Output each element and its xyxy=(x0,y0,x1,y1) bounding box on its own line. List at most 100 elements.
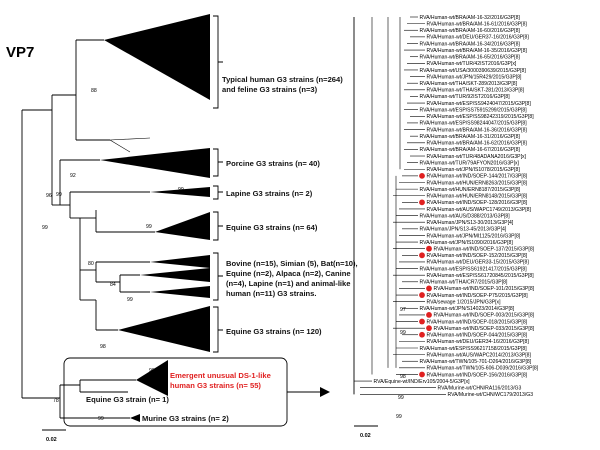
bootstrap-label: 99 xyxy=(98,416,104,422)
leaf-label: RVA/Human/JPN/S13-30/2013/G3P[4] xyxy=(427,220,514,226)
clade-label: and feline G3 strains (n=3) xyxy=(222,85,318,94)
bat-clade-triangle xyxy=(150,286,210,298)
bootstrap-label: 98 xyxy=(400,374,406,380)
leaf-label: RVA/Human-wt/IND/SOEP-018/2015/G3P[8] xyxy=(427,319,528,325)
clade-label: Equine G3 strains (n= 120) xyxy=(226,327,322,336)
bootstrap-label: 84 xyxy=(110,282,116,288)
leaf-label: RVA/Human-wt/IND/SOEP-P75/2015/G3P[8] xyxy=(427,293,529,299)
clade-label: Porcine G3 strains (n= 40) xyxy=(226,159,320,168)
leaf-label: RVA/Human-wt/IND/SOEP-044/2015/G3P[8] xyxy=(427,333,528,339)
bootstrap-label: 99 xyxy=(127,297,133,303)
bootstrap-label: 99 xyxy=(149,368,155,374)
leaf-label: RVA/Human-wt/HUN/ERN8263/2015/G3P[8] xyxy=(427,180,528,186)
bootstrap-label: 96 xyxy=(46,193,52,199)
leaf-label: RVA/Human/JPN/S13-45/2013/G3P[4] xyxy=(420,227,507,233)
leaf-label: RVA/Human-wt/BRA/AM-16-60/2016/G3P[8] xyxy=(420,28,521,34)
gene-label: VP7 xyxy=(6,44,34,61)
leaf-label: RVA/Murine-wt/CHN/WC179/2013/G3 xyxy=(448,392,534,398)
leaf-label: RVA/Human-wt/BRA/AM-16-35/2016/G3P[8] xyxy=(427,48,528,54)
clade-label: Bovine (n=15), Simian (5), Bat(n=10), xyxy=(226,259,358,268)
highlight-dot xyxy=(426,245,432,252)
highlight-dot xyxy=(419,292,425,298)
highlight-dot xyxy=(419,199,425,206)
clade-label: (n=4), Lapine (n=1) and animal-like xyxy=(226,279,350,288)
leaf-label: RVA/Human-wt/THA/CR7/2015/G3P[8] xyxy=(420,280,508,286)
simian-clade-triangle xyxy=(140,268,210,282)
leaf-label: RVA/Human-wt/IND/SOEP-033/2015/G3P[8] xyxy=(434,326,535,332)
left-scale-label: 0.02 xyxy=(46,437,57,443)
leaf-label: RVA/Human-wt/HUN/ERN8187/2015/G3P[8] xyxy=(420,187,521,193)
clade-label: human (n=11) G3 strains. xyxy=(226,289,317,298)
bootstrap-label: 78 xyxy=(53,398,59,404)
equine120-clade-triangle xyxy=(118,306,210,352)
leaf-label: RVA/Human-wt/BRA/AM-16-31/2016/G3P[8] xyxy=(420,134,521,140)
clade-label: Equine G3 strains (n= 64) xyxy=(226,223,318,232)
leaf-label: RVA/Human-wt/IND/SOEP-101/2015/G3P[8] xyxy=(434,286,535,292)
highlight-dot xyxy=(419,318,425,325)
clade-label: Equine G3 strain (n= 1) xyxy=(86,395,169,404)
leaf-label: RVA/Human-wt/JPN/15R429/2015/G3P[8] xyxy=(427,74,523,80)
human-clade-triangle xyxy=(104,14,210,100)
bootstrap-label: 99 xyxy=(56,192,62,198)
highlight-dot xyxy=(419,252,425,259)
bootstrap-label: 80 xyxy=(88,261,94,267)
clade-label-highlight: human G3 strains (n= 55) xyxy=(170,381,261,390)
leaf-label: RVA/Murine-wt/CHN/RA116/2013/G3 xyxy=(438,386,522,392)
leaf-label: RVA/Human-wt/ESP/SS9424047/2015/G3P[8] xyxy=(427,101,532,107)
leaf-label: RVA/Human-wt/USA/3000390639/2015/G3P[8] xyxy=(420,68,527,74)
left-tree: 88 92 99 96 99 99 99 80 84 xyxy=(21,14,358,443)
highlight-dot xyxy=(426,285,432,292)
leaf-label: RVA/Human-wt/HUN/ERN8148/2015/G3P[8] xyxy=(427,194,528,200)
leaf-label: RVA/Human-wt/TWN/105-701-D264/2016/G3P[8… xyxy=(420,359,532,365)
ds1-clade-triangle xyxy=(136,360,168,396)
feline-branches xyxy=(109,137,151,153)
leaf-label: RVA/Human-wt/THA/SKT-281/2013/G3P[8] xyxy=(427,88,525,94)
bovine-clade-triangle xyxy=(150,255,210,268)
porcine-clade-triangle xyxy=(100,148,210,178)
lapine-clade-triangle xyxy=(150,187,210,197)
leaf-label: RVA/Human-wt/ESP/SS61720845/2015/G3P[8] xyxy=(427,273,535,279)
clade-label: Lapine G3 strains (n= 2) xyxy=(226,189,313,198)
bootstrap-label: 99 xyxy=(396,414,402,420)
leaf-label: RVA/Human-wt/BRA/AM-16-36/2016/G3P[8] xyxy=(427,127,528,133)
bootstrap-label: 99 xyxy=(178,187,184,193)
bootstrap-label: 99 xyxy=(400,330,406,336)
clade-label-highlight: Emergent unusual DS-1-like xyxy=(170,371,271,380)
leaf-label: RVA/Human-wt/TUR/42IST2016/G3P[x] xyxy=(427,61,517,67)
leaf-label: RVA/Human-wt/TUR/48ADANA2016/G3P[x] xyxy=(427,154,527,160)
bootstrap-label: 99 xyxy=(398,395,404,401)
leaf-label: RVA/Equine-wt/IND/Erv105/2004-5/G3P[x] xyxy=(374,379,471,385)
zoom-arrow-head xyxy=(320,387,330,397)
bootstrap-label: 88 xyxy=(91,88,97,94)
highlight-dot xyxy=(426,312,432,318)
leaf-label: RVA/Human-wt/IND/SOEP-128/2016/G3P[8] xyxy=(427,200,528,206)
leaf-label: RVA/Human-wt/JPN/IS1078/2015/G3P[8] xyxy=(427,167,521,173)
leaf-label: RVA/Human-wt/ESP/SS75915299/2015/G3P[8] xyxy=(420,107,528,113)
leaf-label: RVA/Human-wt/BRA/AM-16-32/2016/G3P[8] xyxy=(420,15,521,21)
leaf-label: RVA/Human-wt/IND/SOEP-144/2017/G3P[8] xyxy=(427,174,528,180)
porcine-bracket xyxy=(213,148,223,177)
bootstrap-label: 98 xyxy=(100,344,106,350)
leaf-label: RVA/Human-wt/AUS/WAPC1749/2013/G3P[8] xyxy=(427,207,532,213)
highlight-dot xyxy=(426,325,432,332)
leaf-label: RVA/Human-wt/ESP/SS61921417/2015/G3P[8] xyxy=(420,266,528,272)
clade-label: Typical human G3 strains (n=264) xyxy=(222,75,343,84)
clade-label: Murine G3 strains (n= 2) xyxy=(142,414,229,423)
leaf-label: RVA/Human-wt/BRA/AM-16-62/2016/G3P[8] xyxy=(427,141,528,147)
leaf-label: RVA/Human-wt/ESP/SS98242319/2015/G3P[8] xyxy=(427,114,535,120)
leaf-label: RVA/Human-wt/IND/SOEP-003/2015/G3P[8] xyxy=(434,313,535,319)
leaf-label: RVA/Human-wt/IND/SOEP-156/2016/G3P[8] xyxy=(427,372,528,378)
leaf-label: RVA/Human-wt/THA/SKT-289/2013/G3P[8] xyxy=(420,81,518,87)
leaf-label: RVA/Human-wt/BRA/AM-16-67/2016/G3P[8] xyxy=(420,147,521,153)
leaf-label: RVA/Human-wt/BRA/AM-16-61/2016/G3P[8] xyxy=(427,21,528,27)
human-bracket xyxy=(213,15,223,109)
lapine-bracket xyxy=(213,185,223,200)
highlight-dot xyxy=(419,371,425,378)
highlight-dot xyxy=(419,172,425,179)
leaf-label: RVA/Human-wt/AUS/D388/2013/G3P[8] xyxy=(420,213,511,219)
leaf-label: RVA/Human-wt/IND/SOEP-137/2015/G3P[8] xyxy=(434,247,535,253)
bovine-bracket xyxy=(213,252,223,301)
murine-clade-triangle xyxy=(130,414,140,422)
leaf-label: RVA/Human-wt/BRA/AM-16-65/2016/G3P[8] xyxy=(420,55,521,61)
